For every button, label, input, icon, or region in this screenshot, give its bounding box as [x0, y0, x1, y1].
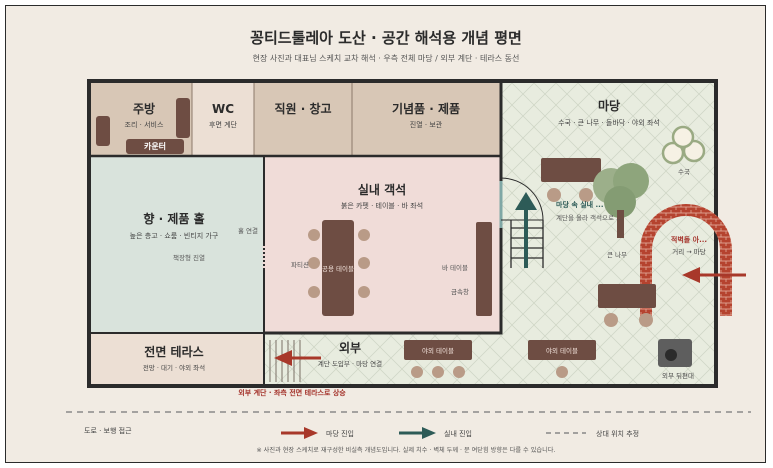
legend-estimate: 상대 위치 추정	[596, 429, 639, 438]
terrace-area	[88, 332, 265, 387]
yard-name: 마당	[598, 98, 620, 113]
outdoor-table-2[interactable]	[528, 340, 596, 360]
outside-name: 외부	[339, 340, 361, 355]
outdoor-table-2-label: 야외 테이블	[546, 346, 578, 355]
brick-arch[interactable]	[640, 204, 732, 316]
indoor-entry-arrow	[515, 192, 537, 268]
big-tree-label: 큰 나무	[607, 250, 627, 259]
hall-shelf-label: 책장형 진열	[173, 253, 205, 262]
kitchen-name: 주방	[133, 101, 155, 116]
floor-plan: 꽁티드툴레아 도산 · 공간 해석용 개념 평면 현장 사진과 대표님 스케치 …	[66, 29, 751, 454]
cashier-label: 카운터	[144, 141, 166, 151]
legend-indoor-entry: 실내 진입	[444, 429, 472, 438]
yard-table-bottom[interactable]	[598, 284, 656, 308]
terrace-entry-arrow	[274, 350, 321, 366]
shared-table[interactable]	[322, 220, 354, 316]
hall-link-label: 홀 연결	[238, 226, 258, 235]
indoor-desc: 붉은 카펫 · 테이블 · 바 좌석	[341, 201, 423, 210]
legend: 마당 진입 실내 진입 상대 위치 추정	[281, 427, 639, 439]
hall-name: 향 · 제품 홀	[143, 211, 204, 226]
wc-desc: 후면 계단	[209, 120, 238, 129]
yard-desc: 수국 · 큰 나무 · 돌바닥 · 야외 좌석	[558, 118, 660, 127]
hydrangea-label: 수국	[678, 168, 690, 176]
wc-room	[191, 80, 255, 157]
terrace-name: 전면 테라스	[144, 344, 203, 359]
back-door-label: 외부 뒤편대	[662, 371, 694, 380]
footnote: ※ 사진과 현장 스케치로 재구성한 비실측 개념도입니다. 실제 치수 · 벽…	[257, 446, 556, 454]
terrace-stair-note: 외부 계단 · 좌측 전면 테라스로 상승	[238, 388, 346, 397]
bar-table-label: 바 테이블	[442, 263, 468, 272]
kitchen-desc: 조리 · 서비스	[125, 120, 164, 129]
hydrangea-icon	[661, 125, 706, 165]
terrace-desc: 전망 · 대기 · 야외 좌석	[143, 363, 205, 372]
partition-label: 파티션	[291, 260, 309, 269]
outdoor-table-1[interactable]	[404, 340, 472, 360]
staff-name: 직원 · 창고	[274, 101, 331, 116]
cashier-counter[interactable]	[126, 139, 184, 154]
hall-desc: 높은 층고 · 쇼룸 · 빈티지 가구	[130, 231, 219, 240]
page-subtitle: 현장 사진과 대표님 스케치 교차 해석 · 우측 전체 마당 / 외부 계단 …	[253, 53, 520, 63]
souvenir-room	[351, 80, 502, 157]
kitchen-counter-left	[96, 116, 110, 146]
souvenir-name: 기념품 · 제품	[392, 101, 460, 116]
brick-arch-label: 적벽돌 아...	[671, 235, 707, 244]
shared-table-label: 공용 테이블	[322, 264, 354, 273]
wc-name: WC	[212, 102, 234, 116]
brick-arch-desc: 거리 → 마당	[672, 247, 706, 256]
souvenir-desc: 진열 · 보관	[410, 120, 443, 129]
road-label: 도로 · 보행 접근	[84, 426, 132, 435]
diagram-frame: 꽁티드툴레아 도산 · 공간 해석용 개념 평면 현장 사진과 대표님 스케치 …	[5, 5, 766, 463]
indoor-name: 실내 객석	[358, 182, 406, 197]
legend-yard-entry: 마당 진입	[326, 429, 354, 438]
yard-inner-note: 마당 속 실내 ...	[556, 200, 604, 209]
bar-table[interactable]	[476, 222, 492, 316]
yard-table-top[interactable]	[541, 158, 601, 182]
hall-room	[88, 155, 265, 334]
big-tree-icon	[593, 163, 649, 238]
outside-desc: 계단 도입부 · 마당 연결	[318, 359, 382, 368]
yard-stairs-note: 계단을 올라 객석으로 ...	[556, 213, 622, 222]
door-swing	[500, 177, 544, 221]
yard-entry-arrow-right	[682, 267, 746, 283]
metal-window-label: 금속창	[451, 288, 469, 296]
outdoor-table-1-label: 야외 테이블	[422, 346, 454, 355]
staff-room	[253, 80, 353, 157]
building-outer-wall	[87, 79, 718, 388]
kitchen-counter-right	[176, 98, 190, 138]
page-title: 꽁티드툴레아 도산 · 공간 해석용 개념 평면	[250, 29, 522, 47]
